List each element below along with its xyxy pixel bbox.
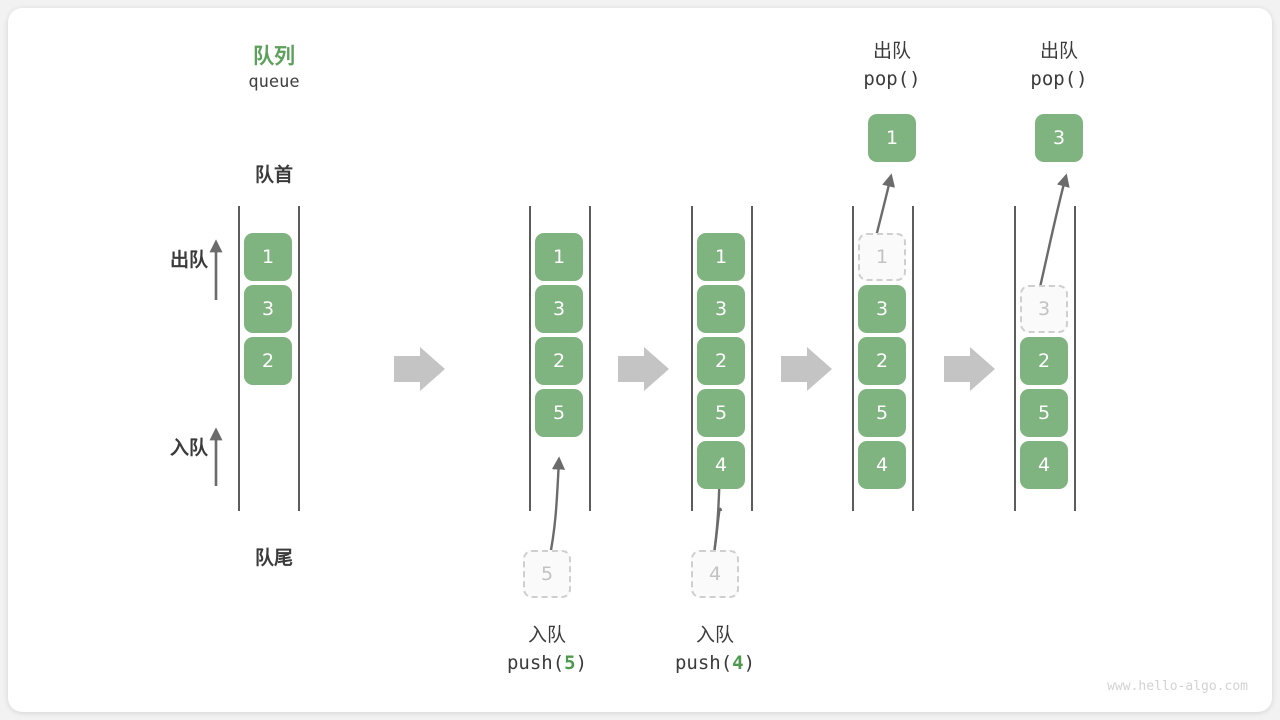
rear-label: 队尾 <box>254 547 293 569</box>
queue-cell: 4 <box>1020 441 1068 489</box>
queue-cell: 1 <box>244 233 292 281</box>
figure-title-en: queue <box>248 72 300 92</box>
push-5-code-arg: 5 <box>564 652 576 674</box>
step-arrow-2 <box>618 347 669 391</box>
push-4-label-cn: 入队 <box>695 624 734 646</box>
queue-cell: 4 <box>858 441 906 489</box>
figure-title-cn: 队列 <box>253 44 295 68</box>
push-4-code-suffix: ) <box>743 652 756 674</box>
figure-card: 队列 queue 队首 队尾 出队 入队 1 3 2 1 3 2 5 5 入队 … <box>8 8 1272 712</box>
enqueue-direction-label: 入队 <box>169 437 208 459</box>
queue-cell: 5 <box>697 389 745 437</box>
popped-ghost-cell: 1 <box>858 233 906 281</box>
push-5-code-suffix: ) <box>575 652 588 674</box>
step-arrow-3 <box>781 347 832 391</box>
queue-cell: 2 <box>858 337 906 385</box>
front-label: 队首 <box>254 164 293 186</box>
incoming-ghost-cell: 5 <box>523 550 571 598</box>
rail-left <box>529 206 531 511</box>
popped-ghost-cell: 3 <box>1020 285 1068 333</box>
outgoing-cell: 1 <box>868 114 916 162</box>
queue-cell: 5 <box>858 389 906 437</box>
push-4-code-arg: 4 <box>732 652 744 674</box>
queue-cell: 5 <box>535 389 583 437</box>
push-4-code-prefix: push( <box>674 652 733 674</box>
rail-left <box>1014 206 1016 511</box>
pop-3-label-code: pop() <box>1030 68 1088 90</box>
queue-cell: 2 <box>535 337 583 385</box>
pop-3-arrow <box>1036 173 1070 297</box>
dequeue-direction-label: 出队 <box>169 249 208 271</box>
queue-cell: 4 <box>697 441 745 489</box>
push-4-label-code: push(4) <box>635 652 795 674</box>
step-arrow-1 <box>394 347 445 391</box>
pop-1-label-code: pop() <box>863 68 921 90</box>
push-5-arrow <box>547 456 566 561</box>
pop-3-label-cn: 出队 <box>1039 40 1078 62</box>
watermark: www.hello-algo.com <box>1107 679 1248 694</box>
queue-cell: 2 <box>1020 337 1068 385</box>
rail-right <box>298 206 300 511</box>
queue-cell: 3 <box>535 285 583 333</box>
queue-cell: 2 <box>244 337 292 385</box>
push-5-label-cn: 入队 <box>527 624 566 646</box>
rail-right <box>1074 206 1076 511</box>
queue-cell: 3 <box>244 285 292 333</box>
pop-1-label-cn: 出队 <box>872 40 911 62</box>
queue-cell: 1 <box>535 233 583 281</box>
rail-left <box>852 206 854 511</box>
push-5-label-code: push(5) <box>467 652 627 674</box>
incoming-ghost-cell: 4 <box>691 550 739 598</box>
queue-cell: 3 <box>858 285 906 333</box>
rail-right <box>912 206 914 511</box>
queue-cell: 1 <box>697 233 745 281</box>
rail-right <box>589 206 591 511</box>
diagram-overlay <box>209 173 1070 561</box>
step-arrow-4 <box>944 347 995 391</box>
push-5-code-prefix: push( <box>506 652 565 674</box>
outgoing-cell: 3 <box>1035 114 1083 162</box>
rail-left <box>238 206 240 511</box>
rail-right <box>751 206 753 511</box>
queue-cell: 5 <box>1020 389 1068 437</box>
queue-cell: 3 <box>697 285 745 333</box>
queue-cell: 2 <box>697 337 745 385</box>
rail-left <box>691 206 693 511</box>
